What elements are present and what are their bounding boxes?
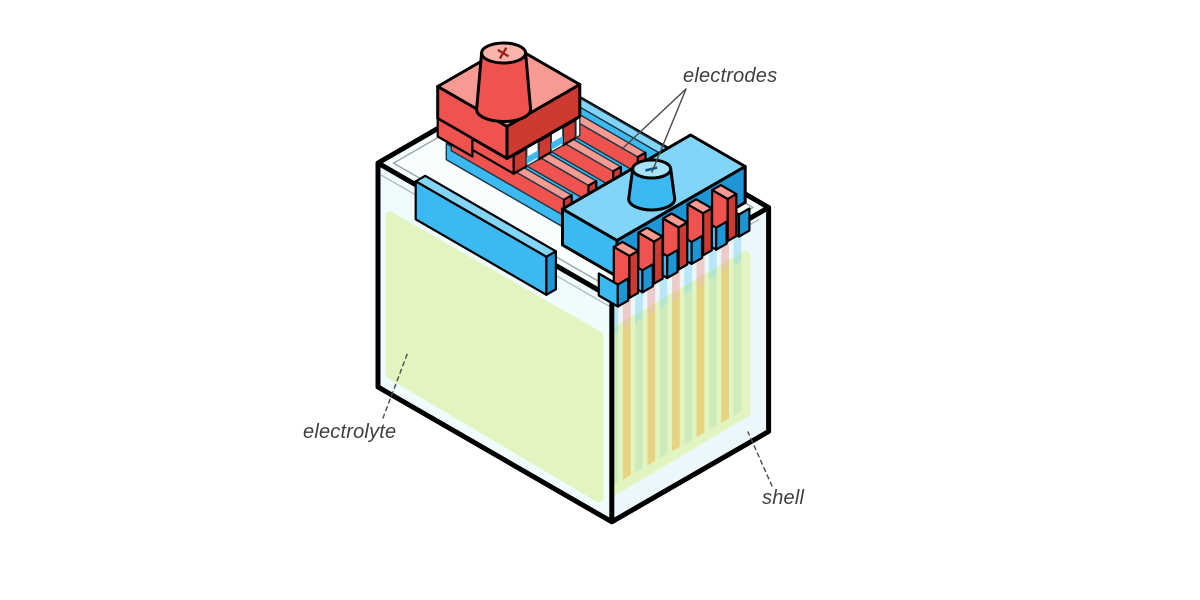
busbar-hole-plate [526,150,539,164]
comb-tooth-side [737,207,751,238]
shell-leader-line [747,431,773,487]
plate-edge [684,289,693,445]
electrolyte-leader-line [382,351,409,419]
negative-comb [597,184,751,308]
lug-side [701,207,713,257]
plate-edge [708,275,717,430]
busbar-holes [526,116,581,167]
annotations: electrodes electrolyte shell [303,65,804,509]
lug-side [652,235,664,285]
positive-mark: × [495,41,512,66]
plate-edge [672,296,680,452]
lug-side [628,249,640,299]
comb-tooth-side [666,248,679,280]
front-negative-plate [414,174,558,296]
plate-edge [696,282,705,437]
electrodes-leader-line [651,88,687,173]
plate-edge [647,311,656,466]
comb-tooth-side [715,220,728,251]
label-electrolyte: electrolyte [303,421,396,443]
plate-edge [635,318,643,473]
busbar-hole [575,116,581,139]
label-electrodes: electrodes [683,65,777,87]
busbar-hole-plate [551,136,563,150]
comb-tooth-side [641,263,654,294]
plate-edge [659,303,668,459]
positive-busbar: × [436,41,582,175]
terminal-cap [631,158,673,180]
electrolyte-front [385,211,604,503]
plate-edge [622,325,631,480]
comb-tooth-side [690,234,704,265]
label-shell: shell [762,487,804,509]
negative-terminal: − [627,155,677,212]
plate-edge [721,268,729,423]
busbar-endwall [436,117,474,158]
positive-terminal: × [475,41,533,123]
negative-busbar: − [561,133,751,308]
electrodes-leader-line [621,88,687,150]
lug-side [726,193,738,243]
plate-end [545,250,558,296]
plate-edge [733,261,742,416]
comb-tooth-side [616,277,630,308]
terminal-cap [480,41,528,65]
lug-side [677,221,689,271]
terminal-body [475,51,533,123]
terminal-body [627,167,677,212]
